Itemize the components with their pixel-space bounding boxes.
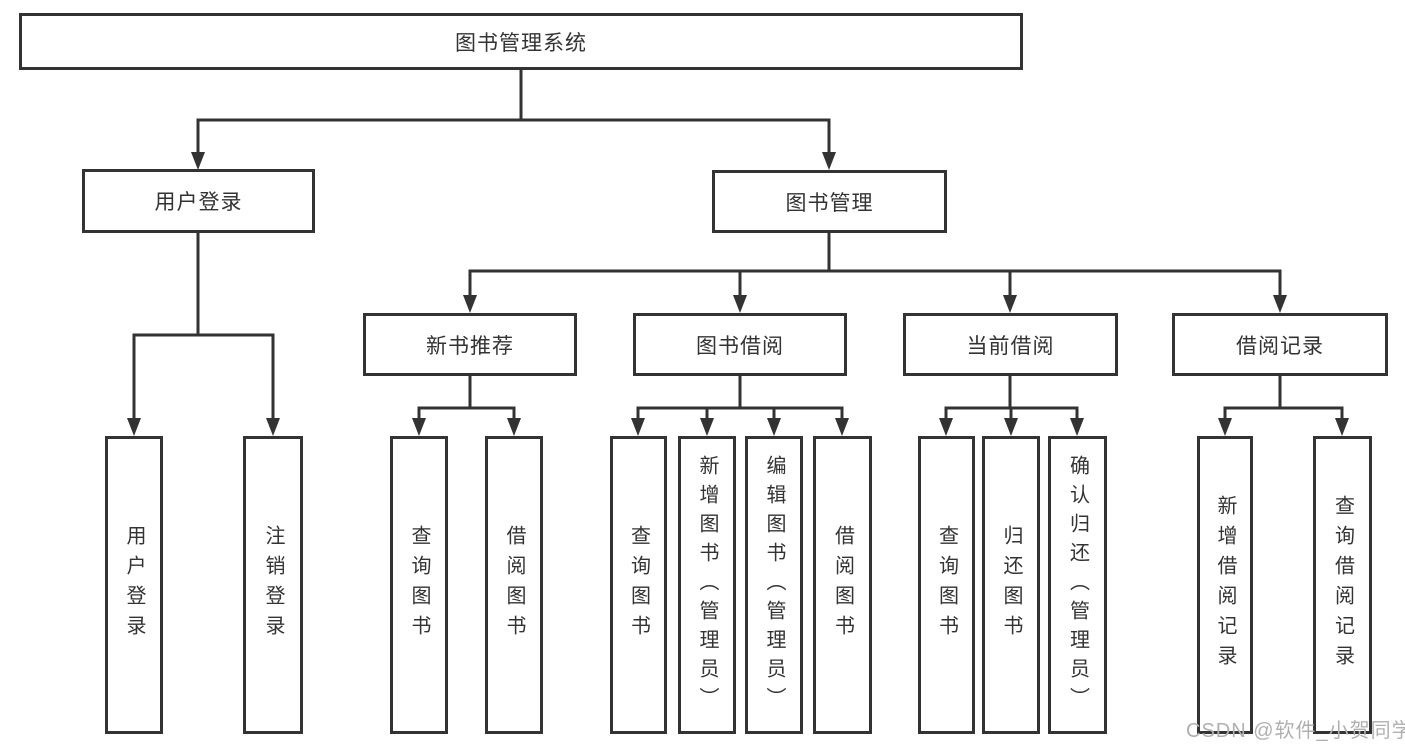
leaf-label: 归还图书 [1000, 525, 1022, 645]
leaf-label: 用户登录 [123, 525, 145, 645]
leaf-add-books-admin: 新增图书（管理员） [678, 436, 736, 734]
leaf-confirm-return-admin: 确认归还（管理员） [1048, 436, 1107, 734]
leaf-query-borrow-record: 查询借阅记录 [1313, 436, 1372, 734]
leaf-logout: 注销登录 [243, 436, 303, 734]
leaf-user-login: 用户登录 [105, 436, 163, 734]
leaf-label: 新增图书（管理员） [696, 454, 718, 716]
leaf-label: 新增借阅记录 [1214, 495, 1236, 675]
leaf-label: 借阅图书 [831, 525, 854, 645]
leaf-add-borrow-record: 新增借阅记录 [1197, 436, 1253, 734]
leaf-borrow-books-recommend: 借阅图书 [485, 436, 543, 734]
node-new-book-recommend: 新书推荐 [363, 313, 577, 376]
leaf-label: 查询图书 [935, 525, 958, 645]
leaf-query-books-borrow: 查询图书 [610, 436, 667, 734]
leaf-label: 查询图书 [627, 525, 650, 645]
leaf-label: 编辑图书（管理员） [763, 454, 785, 716]
node-current-borrowing: 当前借阅 [903, 313, 1118, 376]
arrowheads [127, 152, 1349, 436]
leaf-query-books-recommend: 查询图书 [390, 436, 448, 734]
leaf-label: 借阅图书 [503, 525, 525, 645]
leaf-label: 查询图书 [408, 525, 430, 645]
node-borrowing-records: 借阅记录 [1172, 313, 1388, 376]
leaf-borrow-books: 借阅图书 [813, 436, 872, 734]
node-user-login: 用户登录 [82, 169, 315, 233]
leaf-query-books-current: 查询图书 [918, 436, 975, 734]
node-library-system: 图书管理系统 [19, 13, 1023, 70]
leaf-return-books: 归还图书 [982, 436, 1040, 734]
node-book-borrowing: 图书借阅 [633, 313, 847, 376]
leaf-label: 查询借阅记录 [1331, 495, 1354, 675]
leaf-edit-books-admin: 编辑图书（管理员） [745, 436, 803, 734]
leaf-label: 注销登录 [262, 525, 284, 645]
csdn-watermark: CSDN @软件_小贺同学 [1186, 720, 1405, 742]
leaf-label: 确认归还（管理员） [1066, 454, 1089, 716]
node-book-management: 图书管理 [712, 170, 947, 233]
